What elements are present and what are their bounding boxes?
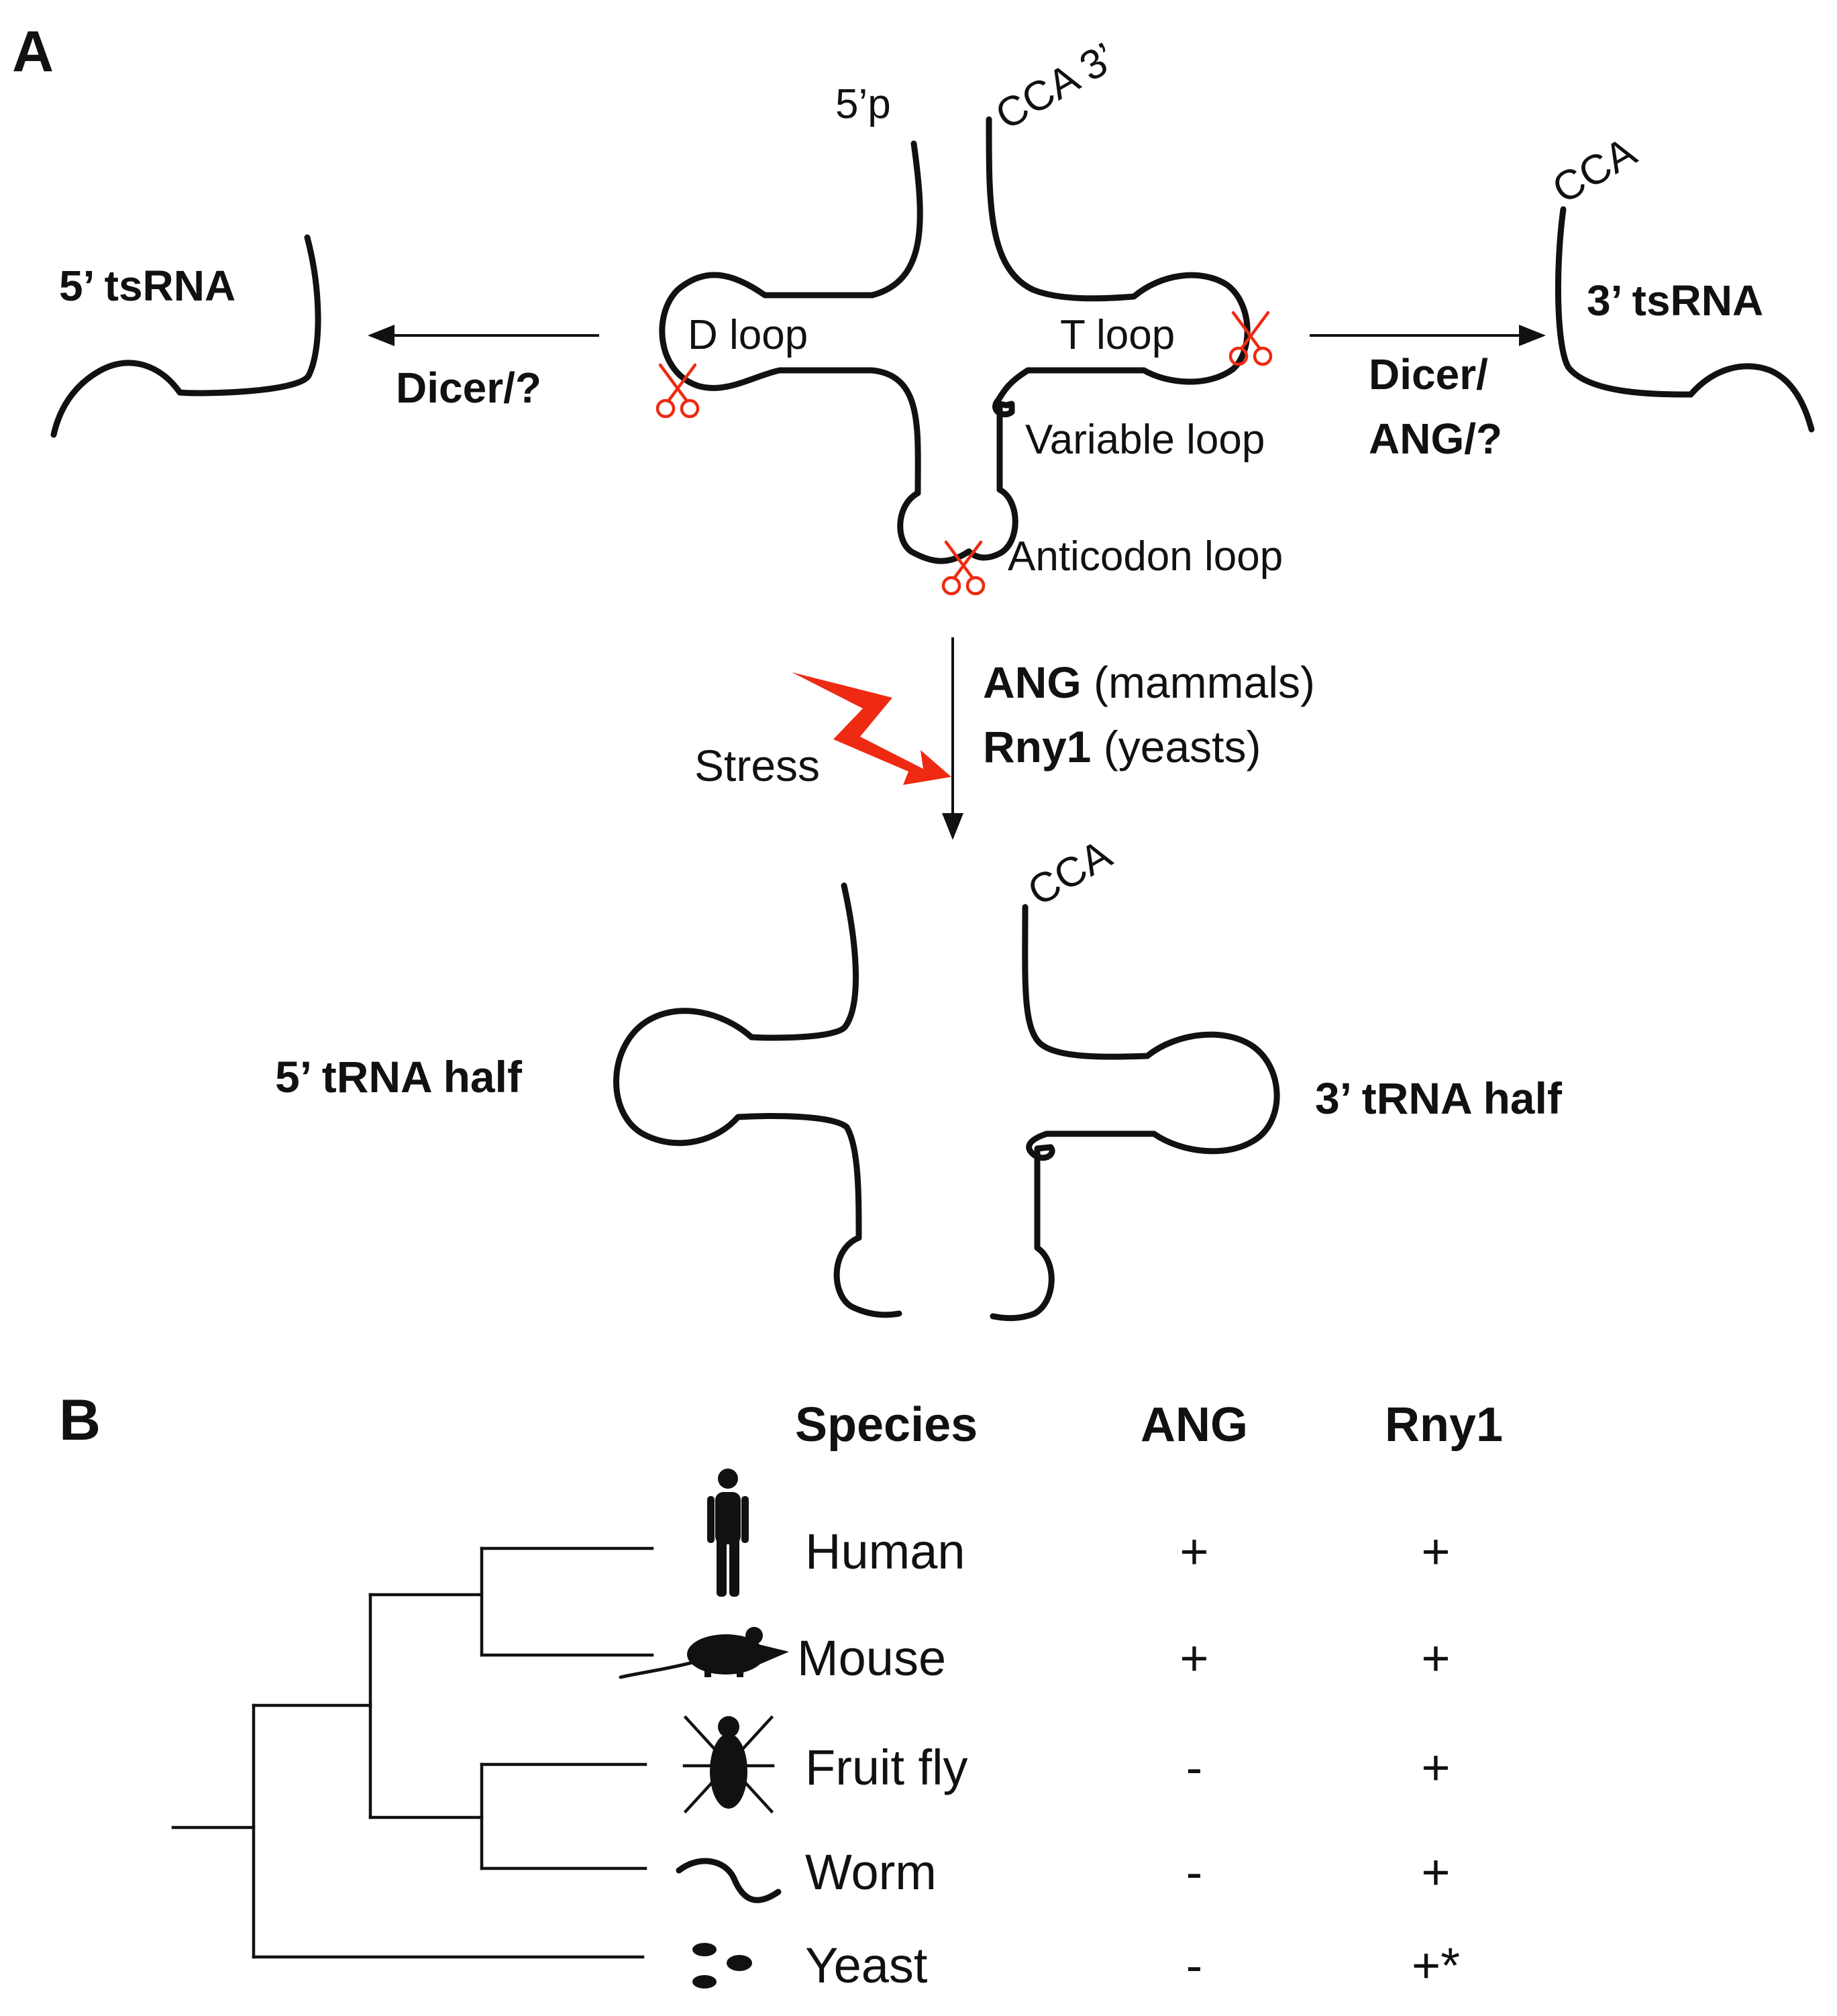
species-name-worm: Worm xyxy=(805,1844,937,1900)
trna-cloverleaf xyxy=(658,116,1271,594)
fruit-fly-icon xyxy=(682,1715,775,1814)
species-name-human: Human xyxy=(805,1524,965,1579)
three-trna-half-label: 3’ tRNA half xyxy=(1315,1073,1563,1123)
ang-presence-worm: - xyxy=(1186,1844,1203,1900)
human-icon xyxy=(707,1469,749,1597)
trna-3-prime-strand xyxy=(965,116,1251,561)
cca-3-prime-label: CCA 3’ xyxy=(988,34,1124,139)
five-tsrna-fragment xyxy=(50,234,321,438)
ang-presence-fruit-fly: - xyxy=(1186,1740,1203,1795)
five-tsrna-label: 5’ tsRNA xyxy=(59,262,235,310)
scissors-icon-anticodon xyxy=(943,542,984,594)
ang-presence-yeast: - xyxy=(1186,1938,1203,1993)
ang-presence-mouse: + xyxy=(1179,1630,1208,1686)
ang-presence-human: + xyxy=(1179,1524,1208,1579)
three-tsrna-enzyme-line2: ANG/? xyxy=(1369,415,1502,463)
five-trna-half-label: 5’ tRNA half xyxy=(275,1052,523,1102)
worm-icon xyxy=(676,1858,782,1903)
scissors-icon-t-loop xyxy=(1230,313,1271,364)
species-header: Species xyxy=(795,1398,978,1452)
five-prime-phosphate-label: 5’p xyxy=(835,81,891,127)
three-tsrna-label: 3’ tsRNA xyxy=(1587,276,1763,325)
yeast-icon xyxy=(692,1943,752,1988)
species-name-mouse: Mouse xyxy=(797,1630,946,1686)
species-name-yeast: Yeast xyxy=(805,1938,928,1993)
rny1-yeasts-label: Rny1 (yeasts) xyxy=(983,722,1261,772)
panel-a-label: A xyxy=(12,19,54,84)
mouse-icon xyxy=(619,1627,789,1679)
five-tsrna-enzyme-label: Dicer/? xyxy=(396,364,541,412)
anticodon-loop-label: Anticodon loop xyxy=(1008,533,1283,580)
trna-5-prime-strand xyxy=(659,140,972,564)
t-loop-label: T loop xyxy=(1060,312,1175,358)
d-loop-label: D loop xyxy=(688,312,808,358)
three-tsrna-fragment xyxy=(1555,206,1815,433)
three-tsrna-enzyme-line1: Dicer/ xyxy=(1369,350,1488,399)
panel-b-label: B xyxy=(59,1388,101,1452)
rny1-presence-mouse: + xyxy=(1421,1630,1450,1686)
three-trna-half xyxy=(990,904,1280,1322)
three-tsrna-cca-label: CCA xyxy=(1545,129,1644,213)
stress-label: Stress xyxy=(694,741,820,790)
phylogenetic-tree xyxy=(171,1546,654,1959)
ang-header: ANG xyxy=(1141,1398,1248,1452)
rny1-presence-worm: + xyxy=(1421,1844,1450,1900)
three-half-cca-label: CCA xyxy=(1020,831,1120,916)
variable-loop-label: Variable loop xyxy=(1025,417,1265,463)
rny1-header: Rny1 xyxy=(1385,1398,1503,1452)
species-name-fruit-fly: Fruit fly xyxy=(805,1740,968,1795)
rny1-presence-human: + xyxy=(1421,1524,1450,1579)
rny1-presence-yeast: +* xyxy=(1412,1938,1460,1993)
five-trna-half xyxy=(613,882,902,1318)
stress-bolt-icon xyxy=(792,672,951,785)
species-table: Human + + Mouse + + Fruit fly - + Worm - + Yeast - +* xyxy=(797,1524,1460,1993)
ang-mammals-label: ANG (mammals) xyxy=(983,657,1315,707)
rny1-presence-fruit-fly: + xyxy=(1421,1740,1450,1795)
